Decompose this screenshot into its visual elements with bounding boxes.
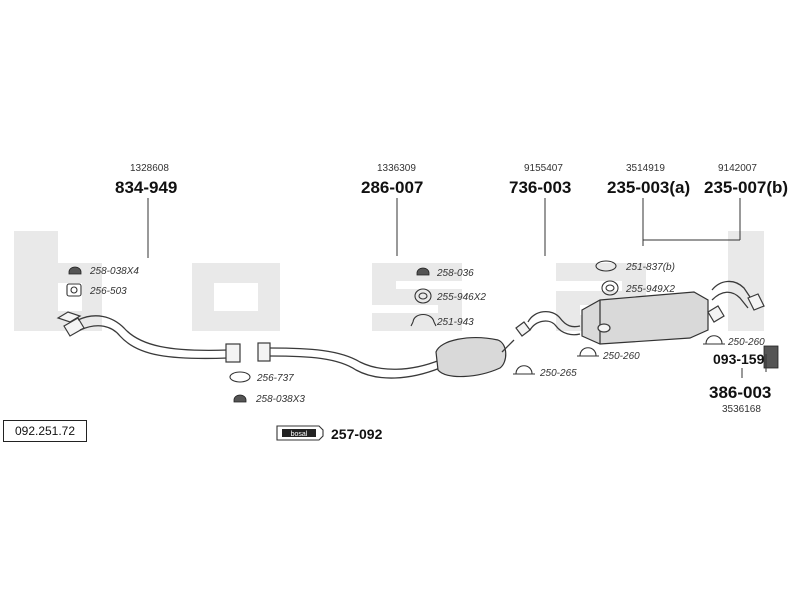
accessory-item[interactable]: 255-949X2 — [601, 280, 675, 296]
svg-text:255-946X2: 255-946X2 — [436, 292, 486, 303]
accessory-item[interactable]: 258-038X4 — [68, 266, 139, 277]
svg-text:256-737: 256-737 — [256, 373, 294, 384]
pipe-flange — [225, 343, 241, 363]
flange-gasket-icon — [66, 283, 82, 297]
front-pipe[interactable] — [56, 311, 241, 363]
svg-text:258-036: 258-036 — [436, 268, 474, 279]
part-code[interactable]: 257-092 — [331, 426, 383, 442]
svg-text:256-503: 256-503 — [89, 286, 127, 297]
oe-number: 1336309 — [377, 163, 416, 174]
accessory-item[interactable]: 250-265 — [513, 365, 577, 379]
accessory-item[interactable]: 250-260 — [577, 347, 640, 362]
svg-text:250-260: 250-260 — [602, 351, 640, 362]
svg-text:251-943: 251-943 — [436, 317, 474, 328]
reference-number-box: 092.251.72 — [3, 420, 87, 442]
silencer-inlet — [597, 323, 611, 333]
svg-text:250-265: 250-265 — [539, 368, 577, 379]
part-code[interactable]: 093-159 — [713, 351, 765, 367]
part-code[interactable]: 834-949 — [115, 178, 177, 197]
intermediate-pipe[interactable] — [515, 311, 581, 337]
pipe-flange — [257, 342, 271, 362]
oe-number: 1328608 — [130, 163, 169, 174]
part-code[interactable]: 736-003 — [509, 178, 571, 197]
svg-text:250-260: 250-260 — [727, 337, 765, 348]
accessory-item[interactable]: 255-946X2 — [414, 288, 486, 304]
accessory-item[interactable]: 250-260 — [703, 335, 765, 348]
svg-text:258-038X4: 258-038X4 — [89, 266, 139, 277]
svg-text:258-038X3: 258-038X3 — [255, 394, 305, 405]
part-code[interactable]: 235-003(a) — [607, 178, 690, 197]
accessory-item[interactable]: 256-737 — [229, 371, 294, 384]
oe-number: 9155407 — [524, 163, 563, 174]
part-code[interactable]: 235-007(b) — [704, 178, 788, 197]
svg-text:bosal: bosal — [291, 431, 308, 438]
centre-pipe[interactable] — [257, 337, 515, 379]
oe-number: 9142007 — [718, 163, 757, 174]
u-clamp-icon — [513, 365, 535, 375]
rubber-mount-icon — [233, 394, 247, 403]
tail-pipe[interactable] — [707, 280, 765, 323]
oe-number: 3536168 — [722, 404, 761, 415]
accessory-item[interactable]: 256-503 — [66, 283, 127, 297]
u-clamp-icon — [703, 335, 725, 345]
pipe-clamp-icon — [414, 288, 432, 304]
accessory-item[interactable]: 251-943 — [410, 313, 474, 329]
part-code[interactable]: 386-003 — [709, 383, 771, 402]
assembly-paste-kit[interactable]: bosal 257-092 — [276, 425, 383, 442]
bracket-icon — [410, 313, 437, 327]
exhaust-hanger[interactable] — [763, 345, 779, 372]
pipe-clamp-icon — [601, 280, 619, 296]
accessory-item[interactable]: 258-038X3 — [233, 394, 305, 405]
ring-gasket-icon — [229, 371, 251, 383]
oe-number: 3514919 — [626, 163, 665, 174]
svg-text:255-949X2: 255-949X2 — [625, 284, 675, 295]
part-code[interactable]: 286-007 — [361, 178, 423, 197]
svg-text:251-837(b): 251-837(b) — [625, 262, 675, 273]
bosal-paste-tube-icon — [276, 425, 324, 441]
u-clamp-icon — [577, 347, 599, 357]
accessory-item[interactable]: 251-837(b) — [595, 260, 675, 273]
rear-silencer[interactable] — [581, 291, 709, 345]
rubber-mount-icon — [416, 267, 430, 276]
rubber-mount-icon — [68, 266, 82, 275]
accessory-item[interactable]: 258-036 — [416, 267, 474, 279]
ring-gasket-icon — [595, 260, 617, 272]
hanger-icon — [763, 345, 779, 369]
